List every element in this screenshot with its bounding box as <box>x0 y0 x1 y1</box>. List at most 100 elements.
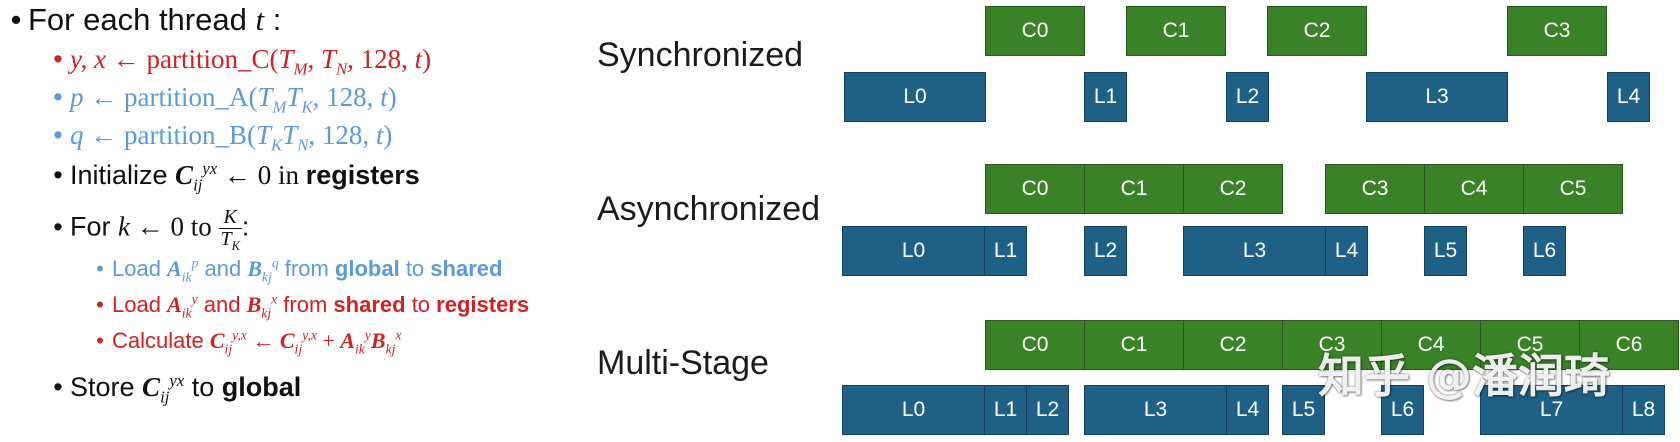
for-num: K <box>218 207 242 229</box>
ls-from: from <box>277 292 334 317</box>
algo-calculate: •Calculate Cijy,x ← Cijy,x + AikyBkjx <box>96 327 402 357</box>
init-registers: registers <box>305 160 420 190</box>
async-compute-block: C0 <box>985 164 1085 214</box>
store-c-sub: ij <box>160 387 170 407</box>
init-c-sup: yx <box>202 159 218 178</box>
calc-a-sub: ik <box>354 341 365 357</box>
pb-a: T <box>255 120 272 150</box>
multistage-load-block: L0 <box>842 385 985 435</box>
calc-a: A <box>340 328 355 353</box>
pc-fn: partition_C( <box>146 44 279 74</box>
async-load-block: L2 <box>1084 226 1127 276</box>
calc-b: B <box>370 328 386 353</box>
lg-a-sup: p <box>191 255 199 271</box>
section-label-multi-stage: Multi-Stage <box>597 344 769 382</box>
pc-sep: , <box>307 44 321 74</box>
init-c: C <box>175 160 194 190</box>
multistage-load-block: L5 <box>1282 385 1325 435</box>
sync-load-block: L4 <box>1607 72 1650 122</box>
pc-arrow: ← <box>105 44 147 74</box>
multistage-load-block: L8 <box>1622 385 1665 435</box>
calc-c1-sup: y,x <box>232 327 247 343</box>
lg-and: and <box>198 256 248 281</box>
async-compute-block: C4 <box>1424 164 1524 214</box>
algo-header-text: For each thread <box>28 2 256 37</box>
calc-c2-sup: y,x <box>302 327 317 343</box>
pa-tail: , 128, <box>312 82 381 112</box>
algorithm-panel: •For each thread t : •y, x ← partition_C… <box>0 0 600 442</box>
algo-partition-c: •y, x ← partition_C(TM, TN, 128, t) <box>53 44 432 79</box>
store-mid: to <box>184 372 222 402</box>
algo-header-var: t <box>255 2 265 37</box>
multistage-compute-block: C4 <box>1381 320 1481 370</box>
sync-load-block: L1 <box>1084 72 1127 122</box>
for-suffix: : <box>241 211 250 242</box>
pc-t: t <box>414 44 423 74</box>
ls-a: A <box>167 292 182 317</box>
pb-lhs: q <box>70 120 84 150</box>
sync-load-block: L3 <box>1366 72 1508 122</box>
lg-b: B <box>247 256 263 281</box>
pc-tail: , 128, <box>347 44 415 74</box>
store-global: global <box>221 372 302 402</box>
async-load-block: L3 <box>1183 226 1326 276</box>
algo-header: •For each thread t : <box>10 2 282 37</box>
pc-close: ) <box>422 44 432 74</box>
for-den: TK <box>219 228 242 253</box>
async-compute-block: C2 <box>1183 164 1283 214</box>
calc-c2: C <box>279 328 295 353</box>
algo-store: •Store Cijyx to global <box>53 371 302 407</box>
for-den-t: T <box>220 228 232 250</box>
init-mid: ← 0 in <box>217 160 306 190</box>
ls-src: shared <box>333 292 406 317</box>
pa-a-sub: M <box>272 97 287 117</box>
pa-t: t <box>380 82 388 112</box>
multistage-compute-block: C0 <box>985 320 1085 370</box>
async-load-block: L1 <box>984 226 1027 276</box>
calc-plus: + <box>316 328 341 353</box>
algo-initialize: •Initialize Cijyx ← 0 in registers <box>53 159 420 195</box>
lg-load: Load <box>112 256 168 281</box>
sync-compute-block: C2 <box>1267 6 1367 56</box>
async-load-block: L6 <box>1523 226 1566 276</box>
async-load-block: L0 <box>842 226 985 276</box>
pc-lhs: y, x <box>70 44 106 74</box>
sync-compute-block: C1 <box>1126 6 1226 56</box>
calc-c1: C <box>209 328 225 353</box>
lg-dst: shared <box>430 256 503 281</box>
sync-compute-block: C3 <box>1507 6 1607 56</box>
pb-arrow: ← <box>83 120 124 150</box>
ls-load: Load <box>112 292 168 317</box>
calc-a-sup: y <box>364 327 371 343</box>
async-load-block: L5 <box>1424 226 1467 276</box>
pa-a: T <box>257 82 273 112</box>
store-c-sup: yx <box>169 371 185 390</box>
pb-t: t <box>375 120 384 150</box>
lg-b-sub: kj <box>262 269 272 285</box>
init-c-sub: ij <box>193 175 203 195</box>
ls-to: to <box>405 292 437 317</box>
section-label-asynchronized: Asynchronized <box>597 190 821 228</box>
pb-tail: , 128, <box>308 120 376 150</box>
multistage-load-block: L4 <box>1226 385 1269 435</box>
calc-c1-sub: ij <box>224 341 233 357</box>
for-k: k <box>118 211 130 242</box>
pc-a-sub: M <box>293 59 308 79</box>
multistage-load-block: L2 <box>1026 385 1069 435</box>
ls-b-sup: x <box>271 291 278 307</box>
pb-a-sub: K <box>271 135 283 155</box>
lg-b-sup: q <box>271 255 279 271</box>
store-prefix: Store <box>70 372 143 402</box>
multistage-load-block: L7 <box>1480 385 1623 435</box>
algo-load-shared: •Load Aiky and Bkjx from shared to regis… <box>96 291 530 321</box>
ls-b: B <box>246 292 262 317</box>
multistage-load-block: L6 <box>1381 385 1424 435</box>
calc-c2-sub: ij <box>294 341 303 357</box>
pc-b-sub: N <box>335 59 348 79</box>
ls-a-sup: y <box>191 291 198 307</box>
multistage-load-block: L3 <box>1084 385 1227 435</box>
algo-load-global: •Load Aikp and Bkjq from global to share… <box>96 255 503 285</box>
